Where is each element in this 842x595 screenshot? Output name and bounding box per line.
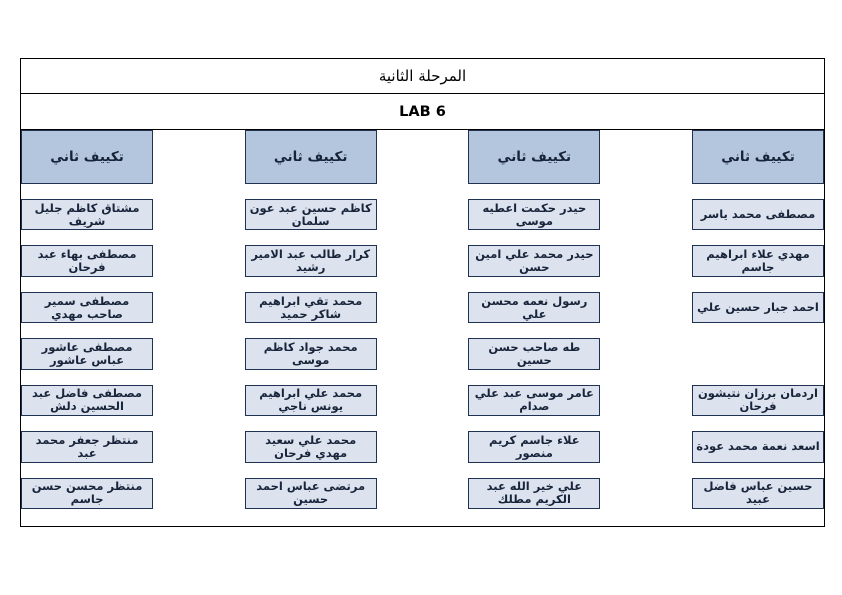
name-cell[interactable]: احمد جبار حسين علي xyxy=(692,291,824,324)
name-text: محمد علي سعيد مهدي فرحان xyxy=(265,432,357,460)
name-cell[interactable]: كرار طالب عبد الامير رشيد xyxy=(244,245,377,277)
group-column-1: تكييف ثاني مصطفى محمد ياسر مهدي علاء ابر… xyxy=(692,130,824,524)
column-header-3: تكييف ثاني xyxy=(244,130,377,184)
lab-label: LAB 6 xyxy=(399,103,446,120)
name-text: طه صاحب حسن حسين xyxy=(488,339,581,367)
name-text: منتظر جعفر محمد عبد xyxy=(35,432,139,460)
name-cell[interactable]: اردمان برزان نتيشون فرحان xyxy=(692,384,824,417)
name-text: مهدي علاء ابراهيم جاسم xyxy=(706,247,810,275)
column-header-label-1: تكييف ثاني xyxy=(721,149,795,165)
name-cell[interactable]: كاظم حسين عبد عون سلمان xyxy=(244,199,377,231)
name-cell[interactable]: اسعد نعمة محمد عودة xyxy=(692,431,824,463)
name-text: علاء جاسم كريم منصور xyxy=(489,432,580,460)
name-text: علي خير الله عبد الكريم مطلك xyxy=(486,479,583,507)
name-cell[interactable]: مصطفى عاشور عباس عاشور xyxy=(21,338,154,370)
name-cell[interactable]: علاء جاسم كريم منصور xyxy=(468,431,601,463)
name-cell[interactable]: عامر موسى عبد علي صدام xyxy=(468,384,601,417)
name-text: مصطفى محمد ياسر xyxy=(700,207,816,222)
name-text: محمد علي ابراهيم يونس ناجي xyxy=(259,386,363,414)
name-text: كرار طالب عبد الامير رشيد xyxy=(251,247,371,275)
column-header-label-2: تكييف ثاني xyxy=(497,149,572,165)
columns-container: تكييف ثاني مصطفى محمد ياسر مهدي علاء ابر… xyxy=(21,130,824,524)
name-text: محمد جواد كاظم موسى xyxy=(263,339,358,367)
name-cell[interactable]: رسول نعمه محسن علي xyxy=(468,291,601,324)
document-title-row: المرحلة الثانية xyxy=(21,59,824,94)
name-text: مشتاق كاظم جليل شريف xyxy=(34,200,140,228)
name-cell[interactable]: محمد تقي ابراهيم شاكر حميد xyxy=(244,291,377,324)
name-text: مصطفى عاشور عباس عاشور xyxy=(41,339,133,367)
column-header-label-3: تكييف ثاني xyxy=(273,149,348,165)
name-text: حيدر محمد علي امين حسن xyxy=(475,247,594,275)
column-header-label-4: تكييف ثاني xyxy=(50,149,124,165)
column-header-4: تكييف ثاني xyxy=(21,130,154,184)
name-cell[interactable]: مشتاق كاظم جليل شريف xyxy=(21,199,154,231)
name-cell[interactable]: حسين عباس فاضل عبيد xyxy=(692,477,824,510)
name-text: مرتضى عباس احمد حسين xyxy=(256,479,366,507)
name-text: كاظم حسين عبد عون سلمان xyxy=(249,200,372,228)
name-text: احمد جبار حسين علي xyxy=(697,300,819,315)
name-text: رسول نعمه محسن علي xyxy=(481,293,588,321)
group-column-2: تكييف ثاني حيدر حكمت اعطيه موسى حيدر محم… xyxy=(468,130,601,524)
name-text: مصطفى فاضل عبد الحسين دلش xyxy=(32,386,143,414)
group-column-3: تكييف ثاني كاظم حسين عبد عون سلمان كرار … xyxy=(244,130,377,524)
name-cell[interactable]: حيدر محمد علي امين حسن xyxy=(468,245,601,277)
name-cell-empty xyxy=(692,338,824,369)
name-text: مصطفى سمير صاحب مهدي xyxy=(44,293,130,321)
name-cell[interactable]: محمد علي ابراهيم يونس ناجي xyxy=(244,384,377,417)
name-text: منتظر محسن حسن جاسم xyxy=(31,479,143,507)
name-cell[interactable]: طه صاحب حسن حسين xyxy=(468,338,601,370)
name-text: اردمان برزان نتيشون فرحان xyxy=(697,386,818,414)
name-cell[interactable]: مهدي علاء ابراهيم جاسم xyxy=(692,245,824,277)
name-text: مصطفى بهاء عبد فرحان xyxy=(37,247,137,275)
name-cell[interactable]: حيدر حكمت اعطيه موسى xyxy=(468,199,601,231)
name-cell[interactable]: مصطفى سمير صاحب مهدي xyxy=(21,291,154,324)
column-header-2: تكييف ثاني xyxy=(468,130,601,184)
lab-label-row: LAB 6 xyxy=(21,94,824,130)
name-cell[interactable]: مصطفى فاضل عبد الحسين دلش xyxy=(21,384,154,417)
name-text: محمد تقي ابراهيم شاكر حميد xyxy=(259,293,363,321)
page-title: المرحلة الثانية xyxy=(378,67,467,85)
name-text: عامر موسى عبد علي صدام xyxy=(474,386,594,414)
name-cell[interactable]: مصطفى محمد ياسر xyxy=(692,199,824,231)
lab-groups-table: المرحلة الثانية LAB 6 تكييف ثاني مصطفى م… xyxy=(20,58,825,527)
name-text: حسين عباس فاضل عبيد xyxy=(703,479,813,507)
name-cell[interactable]: محمد جواد كاظم موسى xyxy=(244,338,377,370)
name-cell[interactable]: منتظر محسن حسن جاسم xyxy=(21,477,154,509)
name-cell[interactable]: منتظر جعفر محمد عبد xyxy=(21,431,154,463)
name-text: اسعد نعمة محمد عودة xyxy=(696,439,820,454)
name-text: حيدر حكمت اعطيه موسى xyxy=(482,200,587,228)
name-cell[interactable]: علي خير الله عبد الكريم مطلك xyxy=(468,477,601,509)
column-header-1: تكييف ثاني xyxy=(692,130,824,184)
name-cell[interactable]: محمد علي سعيد مهدي فرحان xyxy=(244,431,377,463)
group-column-4: تكييف ثاني مشتاق كاظم جليل شريف مصطفى به… xyxy=(21,130,154,524)
name-cell[interactable]: مصطفى بهاء عبد فرحان xyxy=(21,245,154,277)
name-cell[interactable]: مرتضى عباس احمد حسين xyxy=(244,477,377,509)
